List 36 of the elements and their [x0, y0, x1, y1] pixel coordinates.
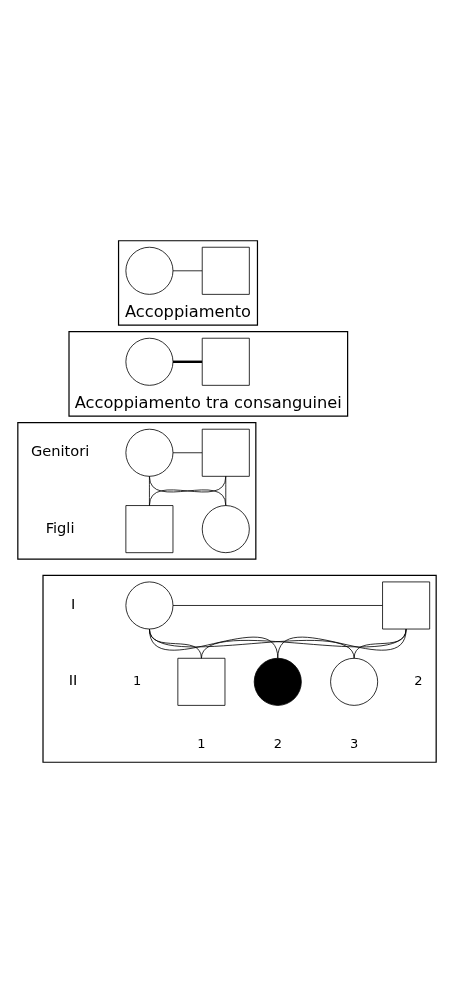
connector — [172, 269, 203, 271]
node-box — [201, 246, 250, 295]
connector — [225, 475, 227, 506]
cluster — [42, 574, 437, 763]
node-circle — [330, 657, 379, 706]
connector — [172, 604, 383, 606]
label: Figli — [45, 518, 75, 536]
node-label: 1 — [133, 672, 142, 688]
cluster: Accoppiamento — [117, 239, 259, 326]
node-circle — [125, 428, 174, 477]
node-circle — [253, 657, 302, 706]
node-box — [125, 504, 174, 553]
node-label: 2 — [414, 672, 423, 688]
connector — [201, 628, 407, 659]
node-label: 2 — [273, 735, 282, 751]
node-label: 3 — [349, 735, 359, 751]
connector — [149, 628, 355, 659]
node-box — [201, 428, 250, 477]
label: II — [68, 670, 78, 688]
node-label: 1 — [197, 735, 206, 751]
label: I — [70, 594, 76, 612]
node-circle — [125, 337, 174, 386]
node-box — [382, 581, 431, 629]
connector — [277, 628, 407, 659]
connector — [353, 628, 407, 659]
node-box — [177, 657, 226, 706]
cluster — [17, 421, 257, 560]
cluster: Accoppiamento tra consanguinei — [68, 330, 349, 417]
node-box — [201, 337, 250, 386]
label: Genitori — [30, 441, 90, 459]
node-circle — [201, 504, 250, 553]
connector — [173, 360, 203, 363]
connector — [149, 475, 227, 506]
connector — [172, 451, 203, 453]
node-circle — [125, 246, 174, 295]
node-circle — [125, 581, 174, 629]
